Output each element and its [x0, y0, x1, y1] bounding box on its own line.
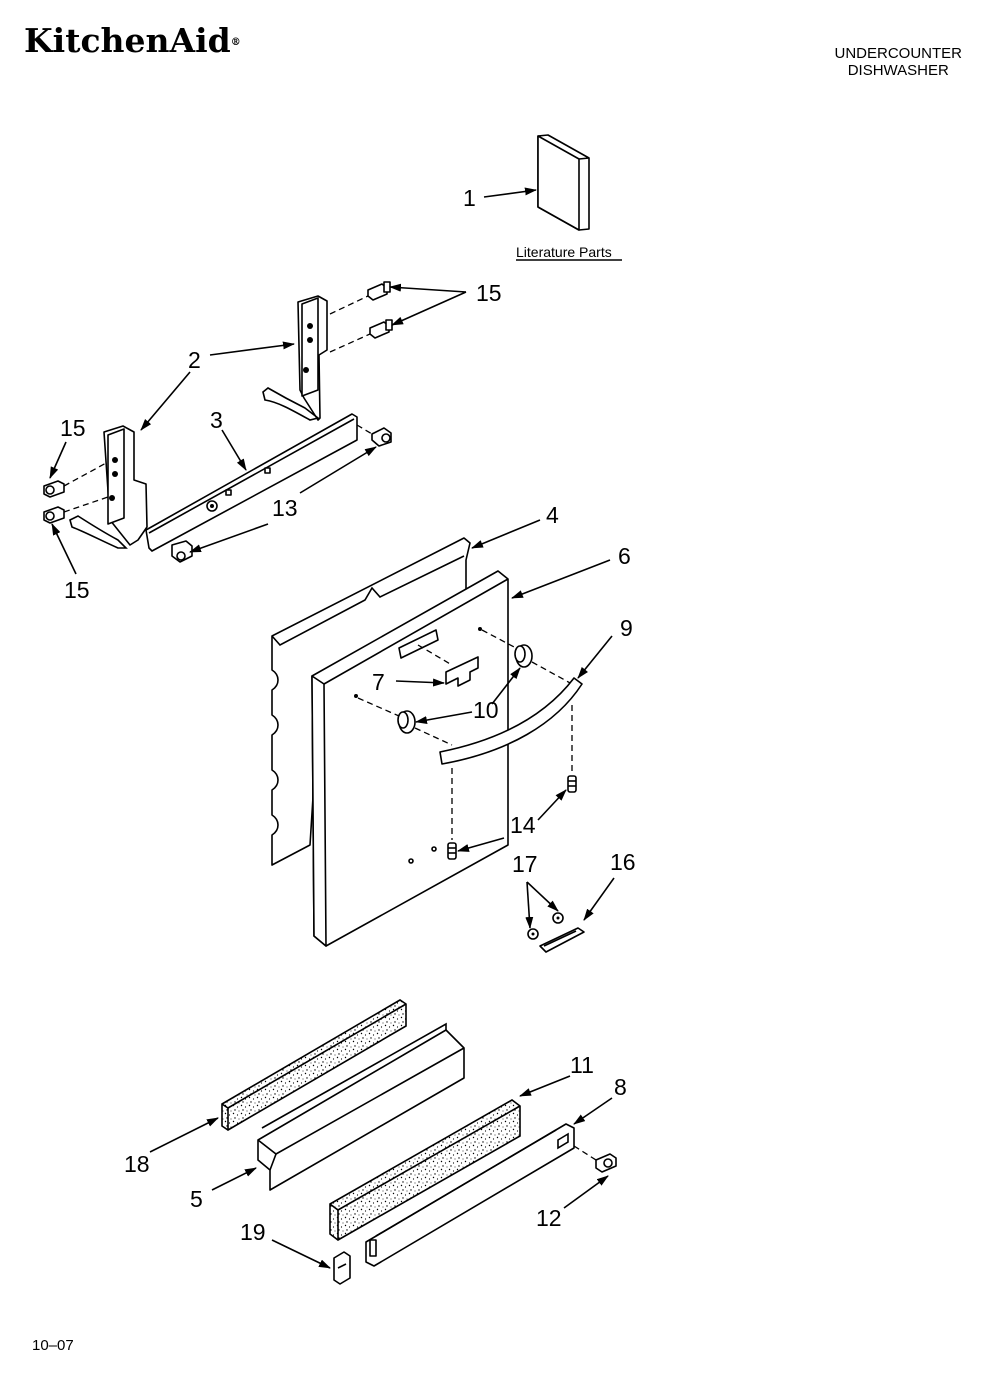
kitchenaid-logo: KitchenAid®: [24, 24, 241, 57]
callout-15-left-top: 15: [60, 415, 86, 441]
dashed-guide-spacer-upper-handle: [531, 661, 573, 685]
dashed-guide-kick-plate-screw: [573, 1145, 597, 1161]
product-line-2: DISHWASHER: [847, 62, 949, 79]
dashed-guide-spacer-lower: [357, 697, 400, 717]
callout-10: 10: [473, 697, 499, 723]
dashed-guide-spacer-upper: [481, 629, 517, 649]
callout-5: 5: [190, 1186, 203, 1212]
dashed-guide-left-screw-b: [63, 496, 109, 513]
dashed-guide-upper-screw-a: [329, 295, 369, 315]
callout-8: 8: [614, 1074, 627, 1100]
handle-spacer-lower: [397, 710, 416, 734]
dashed-guide-upper-screw-b: [329, 333, 371, 353]
door-latch-part: [445, 656, 479, 687]
callout-6: 6: [618, 543, 631, 569]
screw-15-left-b: [43, 506, 65, 524]
handle-spacer-upper: [514, 644, 533, 668]
outer-door-panel-part: [311, 570, 509, 947]
left-mounting-bracket-part: [69, 425, 148, 549]
literature-parts-caption: Literature Parts: [516, 244, 612, 260]
product-title: UNDERCOUNTER DISHWASHER: [835, 45, 963, 79]
handle-screw-left: [447, 842, 457, 860]
callout-16: 16: [610, 849, 636, 875]
kick-plate-part: [365, 1123, 575, 1267]
clip-part: [333, 1251, 351, 1285]
screw-13-left: [171, 540, 193, 563]
toe-panel-part: [257, 1022, 465, 1191]
callout-14: 14: [510, 812, 536, 838]
callout-13: 13: [272, 495, 298, 521]
callout-19: 19: [240, 1219, 266, 1245]
screw-15-left-a: [43, 480, 65, 498]
brand-registered-mark: ®: [230, 37, 241, 48]
kick-plate-screw: [595, 1153, 617, 1173]
product-line-1: UNDERCOUNTER: [834, 45, 963, 62]
callout-9: 9: [620, 615, 633, 641]
document-code: 10–07: [32, 1337, 74, 1354]
callout-11: 11: [570, 1052, 594, 1078]
dashed-guide-latch: [417, 644, 453, 666]
literature-booklet-part: [537, 134, 590, 231]
callout-2: 2: [188, 347, 201, 373]
callout-12: 12: [536, 1205, 562, 1231]
brand-name: KitchenAid: [24, 21, 231, 60]
dashed-guide-spacer-lower-handle: [414, 727, 453, 746]
nut-17-upper: [552, 912, 564, 924]
callout-15-left-bottom: 15: [64, 577, 90, 603]
screw-15-upper-b: [369, 319, 393, 339]
lower-foam-strip-part: [329, 1099, 521, 1241]
right-mounting-bracket-part: [262, 295, 328, 421]
callout-18: 18: [124, 1151, 150, 1177]
nut-17-lower: [527, 928, 539, 940]
leader-arrows: [49, 187, 615, 1269]
trim-plate-part: [539, 927, 585, 953]
dashed-guide-screw-13-right: [356, 424, 373, 435]
screw-13-right: [371, 427, 392, 447]
callout-15-upper: 15: [476, 280, 502, 306]
door-rail-part: [145, 413, 358, 552]
callout-7: 7: [372, 669, 385, 695]
callout-3: 3: [210, 407, 223, 433]
dashed-guide-left-screw-a: [63, 461, 109, 487]
handle-screw-right: [567, 775, 577, 793]
callout-1: 1: [463, 185, 476, 211]
callout-17: 17: [512, 851, 538, 877]
callout-4: 4: [546, 502, 559, 528]
screw-15-upper-a: [367, 281, 391, 301]
upper-foam-strip-part: [221, 999, 407, 1131]
door-handle-part: [439, 677, 583, 765]
